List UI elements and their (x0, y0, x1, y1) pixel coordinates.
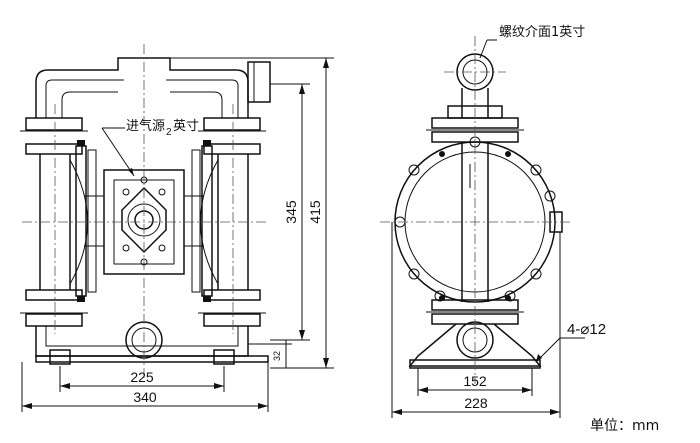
dim-225: 225 (130, 369, 154, 385)
unit-label: 单位：mm (590, 418, 659, 434)
holes-label: 4-⌀12 (567, 321, 606, 338)
thread-interface-label: 螺纹介面1英寸 (499, 25, 585, 40)
dim-345: 345 (283, 200, 299, 224)
front-dimensions (21, 57, 334, 412)
side-view (380, 36, 585, 384)
air-inlet-unit: 英寸 (173, 119, 199, 134)
side-dimensions (391, 222, 561, 418)
dim-32: 32 (272, 351, 282, 361)
air-inlet-size: 2 (166, 127, 172, 138)
dim-228: 228 (464, 395, 488, 411)
dim-340: 340 (133, 389, 157, 405)
dim-415: 415 (307, 200, 323, 224)
air-inlet-label: 进气源 (126, 118, 165, 134)
front-view (20, 44, 271, 378)
dim-152: 152 (463, 373, 487, 389)
